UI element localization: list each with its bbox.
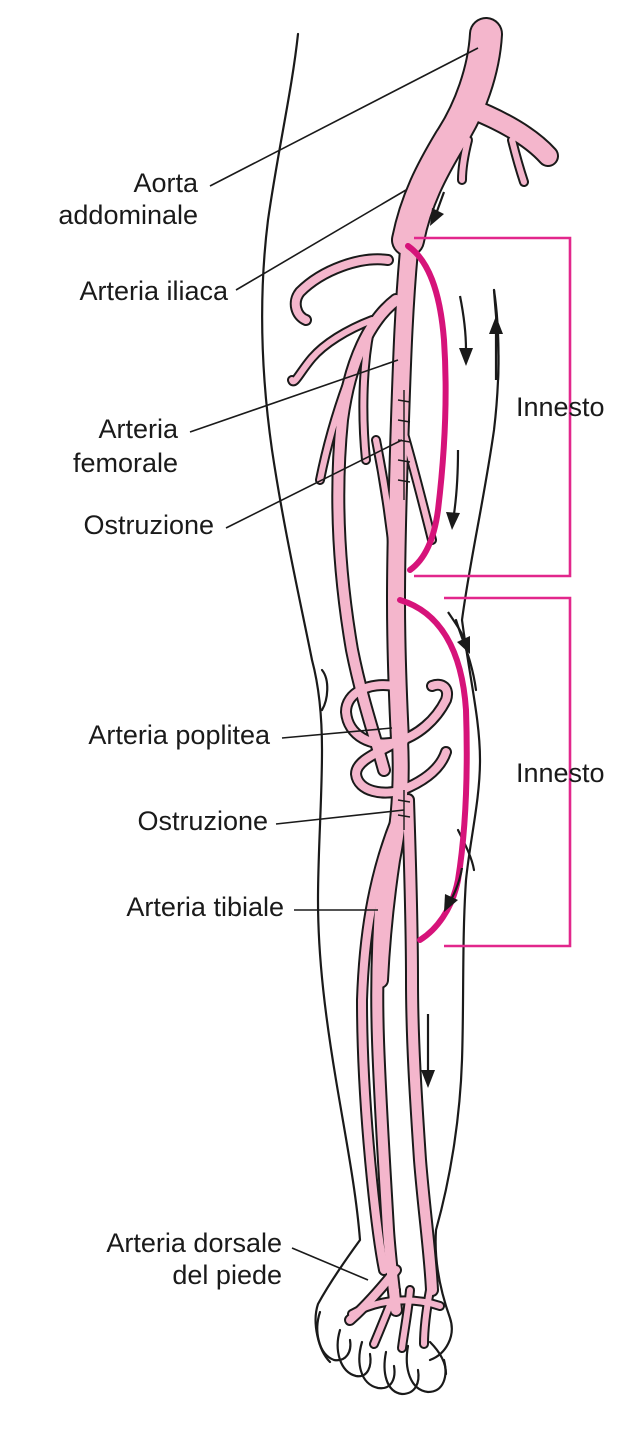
arrow-leg-down (421, 1014, 435, 1088)
leader-lines (189, 47, 479, 1281)
label-obstruction-upper: Ostruzione (83, 510, 214, 540)
leader-iliac (235, 189, 407, 291)
genicular-loop2 (352, 738, 450, 797)
abdominal-aorta (393, 19, 501, 255)
graft-upper-vessel (405, 243, 449, 573)
label-femoral-line1: Arteria (98, 414, 179, 444)
posterior-tibial-artery (403, 795, 437, 1295)
deep-femoral-artery (333, 295, 401, 775)
branch-e (373, 437, 397, 563)
label-graft-lower: Innesto (516, 758, 605, 788)
label-femoral-line2: femorale (73, 448, 178, 478)
anterior-tibial-artery (372, 855, 401, 1315)
leader-dorsalis (291, 1247, 369, 1281)
label-dorsalis-line1: Arteria dorsale (106, 1228, 282, 1258)
label-aorta-line2: addominale (58, 200, 198, 230)
arrow-leg-up (489, 316, 503, 380)
arrow-graft-upper-2 (446, 449, 460, 530)
circumflex-loop (291, 255, 392, 324)
label-dorsalis-line2: del piede (172, 1260, 282, 1290)
label-tibial: Arteria tibiale (126, 892, 284, 922)
aorta-branch-small (509, 137, 527, 185)
leader-popliteal (281, 727, 393, 739)
peroneal-artery (358, 816, 400, 1274)
arrow-graft-lower-1 (447, 611, 470, 654)
foot-branch1 (371, 1287, 399, 1347)
branch-b (360, 327, 373, 463)
branch-c (317, 357, 359, 483)
graft-upper-bracket (414, 236, 572, 578)
obstruction-marks (397, 390, 411, 830)
graft-brackets (414, 236, 572, 948)
leader-obstruction-lower (275, 809, 405, 825)
branch-a (289, 317, 375, 385)
labels: Aorta addominale Arteria iliaca Arteria … (58, 168, 604, 1290)
aorta-branch-left (459, 137, 471, 183)
foot-arch (349, 1297, 443, 1317)
label-aorta-line1: Aorta (133, 168, 199, 198)
leader-aorta (209, 47, 479, 187)
flow-arrows (421, 191, 503, 1088)
graft-lower-bracket (444, 596, 572, 948)
leader-obstruction-upper (225, 439, 403, 529)
foot-branch2 (399, 1287, 413, 1351)
aorta-branch-right (461, 99, 557, 165)
label-obstruction-lower: Ostruzione (137, 806, 268, 836)
label-iliac: Arteria iliaca (79, 276, 229, 306)
foot-branch3 (421, 1287, 433, 1347)
artery-tree (287, 17, 559, 1353)
leader-femoral (189, 359, 399, 433)
label-graft-upper: Innesto (516, 392, 605, 422)
label-popliteal: Arteria poplitea (88, 720, 271, 750)
arrow-aorta (430, 191, 446, 226)
arrow-graft-upper-1 (458, 295, 473, 366)
obstruction-upper-mark (397, 390, 411, 500)
arrow-graft-lower-2 (444, 867, 464, 912)
femoral-artery (388, 232, 418, 748)
